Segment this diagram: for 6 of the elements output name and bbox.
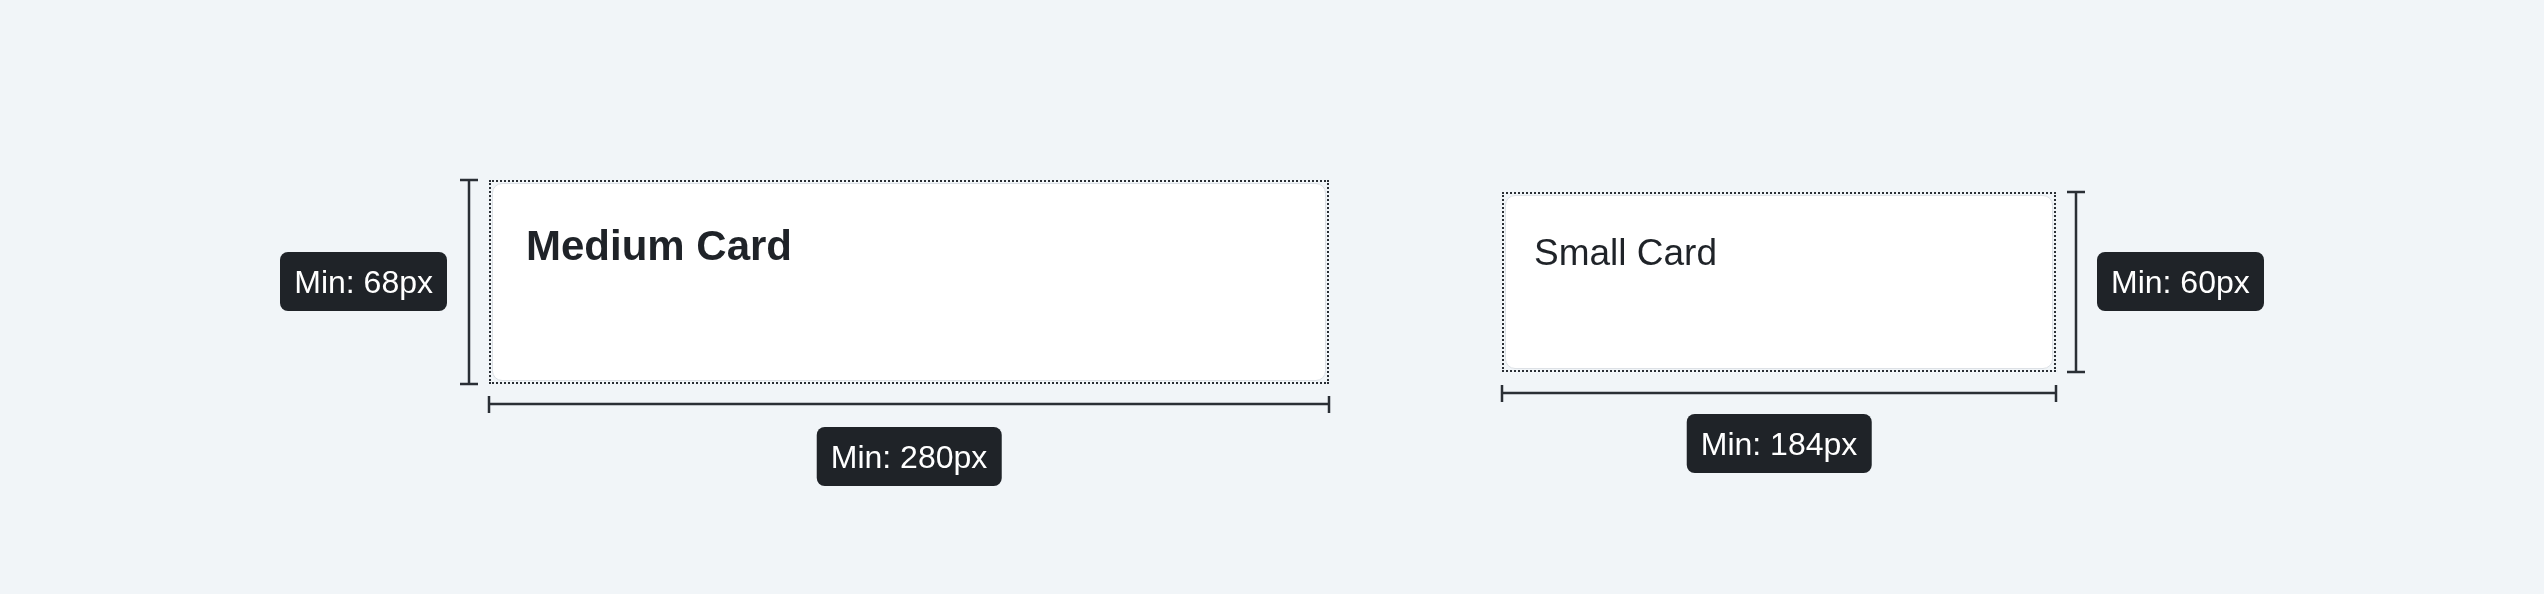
dimension-label: Min: 184px — [1686, 414, 1872, 473]
dimension-label: Min: 280px — [816, 427, 1002, 486]
dimension-label: Min: 60px — [2097, 252, 2264, 311]
card-title: Medium Card — [526, 225, 793, 267]
dimension-label: Min: 68px — [280, 252, 447, 311]
card-title: Small Card — [1534, 234, 1717, 271]
